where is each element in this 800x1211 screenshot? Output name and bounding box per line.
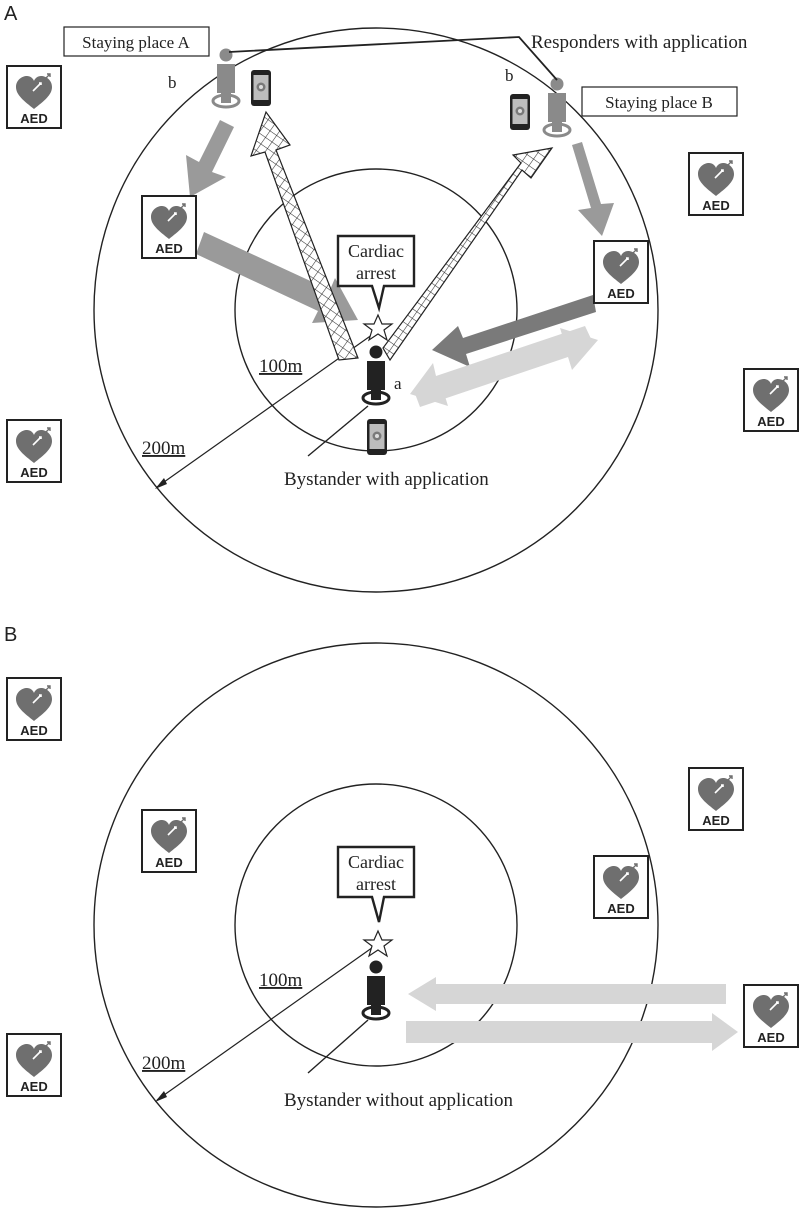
aed-icon: AED <box>6 65 62 129</box>
responder-b-tag: b <box>505 66 514 85</box>
inner-radius-label: 100m <box>259 356 303 377</box>
responders-connector-line <box>228 36 558 81</box>
bystander-tag: a <box>394 374 402 393</box>
cardiac-arrest-line2: arrest <box>356 263 396 283</box>
bystander-to-aed-arrow <box>408 977 726 1011</box>
panel-b: B 100m 200m Cardiac arrest Bystander wit… <box>4 624 799 1208</box>
outer-radius-circle <box>93 642 659 1208</box>
cardiac-arrest-callout: Cardiac arrest <box>336 234 416 313</box>
radius-arrowhead <box>155 478 167 489</box>
aed-icon: AED <box>6 677 62 741</box>
radius-line <box>156 944 377 1101</box>
aed-icon: AED <box>593 855 649 919</box>
aed-label: AED <box>757 1030 784 1045</box>
aed-icon: AED <box>141 809 197 873</box>
smartphone-icon <box>251 70 271 106</box>
aed-icon: AED <box>6 1033 62 1097</box>
person-icon <box>361 959 391 1021</box>
aed-icon: AED <box>688 152 744 216</box>
smartphone-icon <box>510 94 530 130</box>
cardiac-arrest-line1: Cardiac <box>348 852 404 872</box>
responder-b-to-aed-arrow <box>572 142 614 236</box>
aed-icon: AED <box>743 368 799 432</box>
aed-label: AED <box>607 901 634 916</box>
aed-label: AED <box>20 1079 47 1094</box>
panel-a-label: A <box>4 3 18 25</box>
aed-to-bystander-arrow <box>414 328 598 407</box>
aed-label: AED <box>757 414 784 429</box>
notification-arrow-b <box>382 147 554 362</box>
staying-place-b-label: Staying place B <box>605 93 713 112</box>
notification-arrow-a <box>250 110 359 361</box>
bystander-caption: Bystander without application <box>284 1090 514 1111</box>
aed-label: AED <box>155 241 182 256</box>
inner-radius-circle <box>234 783 518 1067</box>
inner-radius-circle <box>234 168 518 452</box>
aed-to-arrest-arrow-right <box>432 295 596 367</box>
responder-a-to-aed-arrow <box>186 120 234 197</box>
bystander-caption: Bystander with application <box>284 469 489 490</box>
aed-icon: AED <box>743 984 799 1048</box>
aed-to-bystander-arrow <box>406 1013 738 1051</box>
responders-caption: Responders with application <box>531 32 748 53</box>
aed-icon: AED <box>141 195 197 259</box>
cardiac-arrest-line2: arrest <box>356 874 396 894</box>
staying-place-a-box <box>63 26 210 57</box>
aed-label: AED <box>20 723 47 738</box>
aed-label: AED <box>20 465 47 480</box>
outer-radius-circle <box>93 27 659 593</box>
inner-radius-label: 100m <box>259 970 303 991</box>
staying-place-a-label: Staying place A <box>82 33 190 52</box>
aed-icon: AED <box>688 767 744 831</box>
aed-label: AED <box>155 855 182 870</box>
outer-radius-label: 200m <box>142 438 186 459</box>
aed-icon: AED <box>6 419 62 483</box>
responder-a-tag: b <box>168 73 177 92</box>
aed-label: AED <box>702 198 729 213</box>
panel-b-label: B <box>4 624 17 646</box>
aed-icon: AED <box>593 240 649 304</box>
cardiac-arrest-callout: Cardiac arrest <box>336 845 416 923</box>
aed-label: AED <box>702 813 729 828</box>
staying-place-b-box <box>581 86 738 117</box>
star-icon <box>362 313 394 342</box>
outer-radius-label: 200m <box>142 1053 186 1074</box>
aed-label: AED <box>20 111 47 126</box>
bystander-pointer-line <box>307 1019 369 1074</box>
star-icon <box>362 929 394 958</box>
person-icon <box>361 344 391 406</box>
aed-label: AED <box>607 286 634 301</box>
smartphone-icon <box>367 419 387 455</box>
bystander-pointer-line <box>307 405 369 457</box>
cardiac-arrest-line1: Cardiac <box>348 241 404 261</box>
panel-a: A 100m 200m Cardiac arrest a <box>4 3 799 593</box>
radius-arrowhead <box>155 1091 167 1102</box>
